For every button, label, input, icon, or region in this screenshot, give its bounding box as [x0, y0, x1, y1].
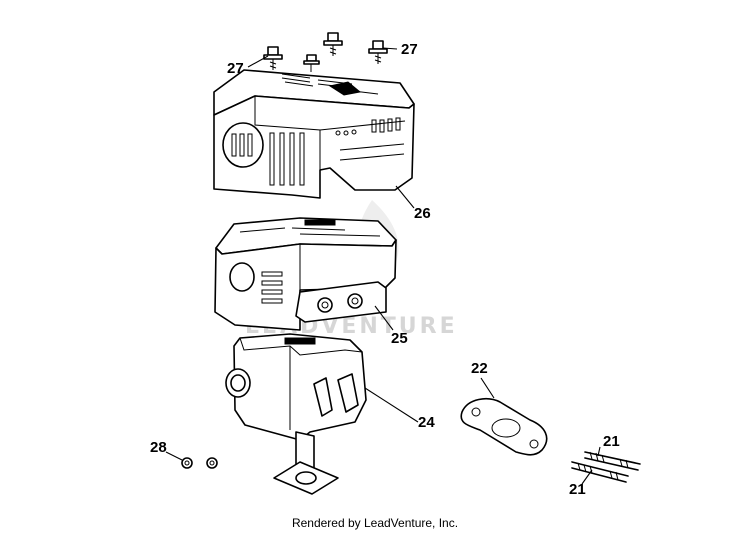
- gasket-22[interactable]: [460, 398, 548, 456]
- callout-21-lower: 21: [569, 481, 586, 498]
- nut-28-left[interactable]: [181, 457, 193, 469]
- nut-28-right[interactable]: [206, 457, 218, 469]
- footer-credit: Rendered by LeadVenture, Inc.: [292, 516, 458, 530]
- bolt-27-small[interactable]: [303, 54, 320, 72]
- muffler-24[interactable]: [225, 333, 367, 495]
- top-vents: [281, 73, 379, 96]
- callout-28: 28: [150, 439, 167, 456]
- stud-21-lower[interactable]: [571, 461, 629, 483]
- right-slots: [335, 117, 401, 136]
- callout-27-left: 27: [227, 60, 244, 77]
- cover-side-slots: [261, 271, 283, 304]
- leader-lines: [165, 47, 601, 485]
- bolt-27-center[interactable]: [323, 32, 343, 56]
- bolt-27-right[interactable]: [368, 40, 388, 64]
- front-slots: [269, 132, 305, 186]
- stud-21-upper[interactable]: [584, 451, 641, 471]
- callout-numbers: 27 27 26 25 24 22 28 21 21: [150, 41, 620, 498]
- callout-26: 26: [414, 205, 431, 222]
- callout-25: 25: [391, 330, 408, 347]
- callout-22: 22: [471, 360, 488, 377]
- bolt-27-left[interactable]: [263, 46, 283, 70]
- heat-shield-26[interactable]: [213, 69, 415, 199]
- callout-27-right: 27: [401, 41, 418, 58]
- muffler-cover-25[interactable]: [214, 217, 397, 331]
- side-slots: [231, 133, 253, 157]
- callout-21-upper: 21: [603, 433, 620, 450]
- callout-24: 24: [418, 414, 435, 431]
- cover-top-vents: [239, 219, 381, 237]
